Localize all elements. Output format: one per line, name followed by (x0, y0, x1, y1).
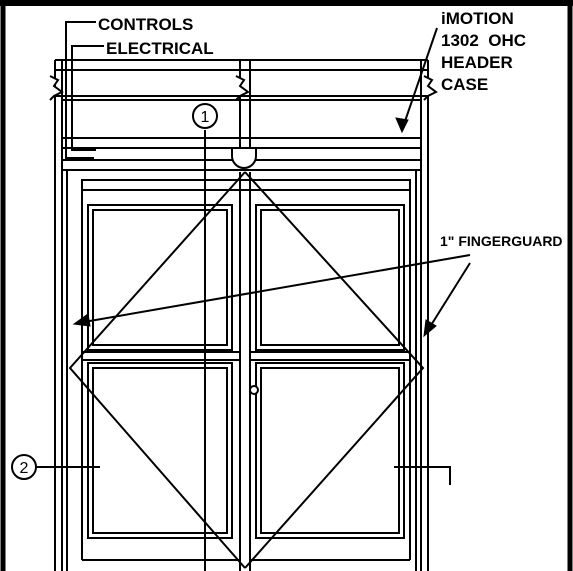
label-header-line2: 1302 OHC (441, 31, 526, 50)
door-pull-icon (249, 385, 259, 395)
door-swing-lines (68, 171, 425, 569)
callout-2-text: 2 (20, 460, 29, 477)
label-fingerguard: 1" FINGERGUARD (440, 233, 563, 249)
operator-sensor (231, 147, 257, 169)
callout-1-text: 1 (201, 109, 210, 126)
label-header-line1: iMOTION (441, 9, 514, 28)
break-marks (49, 75, 438, 101)
label-electrical: ELECTRICAL (106, 39, 214, 58)
arrowheads (72, 117, 437, 338)
door-frame (54, 59, 429, 571)
leader-lines (36, 21, 471, 571)
left-door-leaf (81, 172, 241, 571)
callout-bubble-1: 1 (192, 103, 218, 129)
callout-bubble-2: 2 (11, 454, 37, 480)
door-top-rails (81, 179, 411, 191)
label-header-line4: CASE (441, 75, 488, 94)
right-door-leaf (249, 172, 411, 571)
label-controls: CONTROLS (98, 15, 193, 34)
label-header-line3: HEADER (441, 53, 513, 72)
